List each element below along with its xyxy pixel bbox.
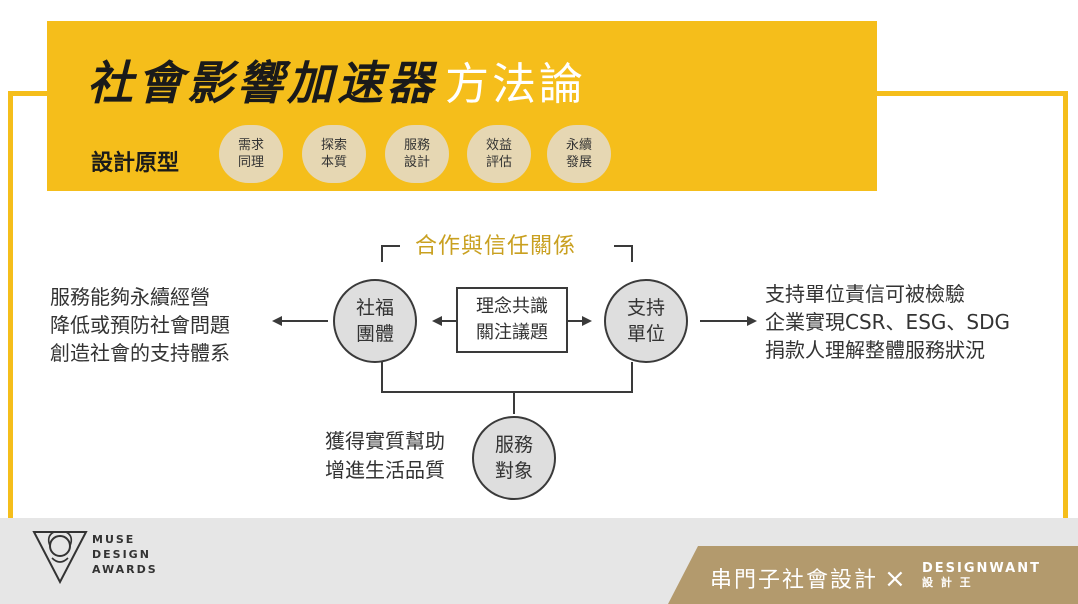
- pill-label: 永續 發展: [565, 138, 592, 170]
- pill-evaluation: 效益 評估: [467, 125, 531, 183]
- designwant-chinese: 設 計 王: [922, 576, 973, 589]
- circle-service-recipients: 服務 對象: [472, 416, 556, 500]
- circle-social-welfare: 社福 團體: [333, 279, 417, 363]
- center-consensus-box: 理念共識 關注議題: [456, 287, 568, 353]
- bottom-connector: [381, 362, 633, 393]
- designwant-logo: DESIGNWANT 設 計 王: [922, 561, 1041, 590]
- pill-explore: 探索 本質: [302, 125, 366, 183]
- designwant-text: DESIGNWANT: [922, 561, 1041, 576]
- pill-label: 效益 評估: [485, 138, 512, 170]
- footer-brand-band: [668, 546, 1078, 604]
- circle-supporters: 支持 單位: [604, 279, 688, 363]
- header-banner: 社會影響加速器方法論 設計原型 需求 同理 探索 本質 服務 設計 效益 評估 …: [47, 21, 877, 191]
- pill-sustainability: 永續 發展: [547, 125, 611, 183]
- right-outcomes: 支持單位責信可被檢驗 企業實現CSR、ESG、SDG 捐款人理解整體服務狀況: [765, 282, 1010, 362]
- pill-label: 需求 同理: [237, 138, 264, 170]
- brand-name: 串門子社會設計×: [710, 562, 908, 594]
- left-outcomes: 服務能夠永續經營 降低或預防社會問題 創造社會的支持體系: [50, 285, 230, 365]
- prototype-label: 設計原型: [91, 151, 180, 176]
- pill-label: 服務 設計: [403, 138, 430, 170]
- muse-logo-icon: [32, 531, 88, 585]
- cooperation-title: 合作與信任關係: [415, 234, 577, 259]
- bracket-left: [381, 245, 400, 262]
- bracket-right: [614, 245, 633, 262]
- title-bold: 社會影響加速器: [87, 56, 437, 110]
- page-title: 社會影響加速器方法論: [87, 47, 586, 113]
- cross-mark: ×: [884, 564, 908, 594]
- brand-text: 串門子社會設計: [710, 568, 879, 593]
- pill-label: 探索 本質: [320, 138, 347, 170]
- pill-empathy: 需求 同理: [219, 125, 283, 183]
- muse-awards-text: MUSE DESIGN AWARDS: [92, 533, 158, 576]
- pill-service-design: 服務 設計: [385, 125, 449, 183]
- bottom-outcomes: 獲得實質幫助 增進生活品質: [325, 429, 445, 482]
- title-light: 方法論: [445, 59, 586, 110]
